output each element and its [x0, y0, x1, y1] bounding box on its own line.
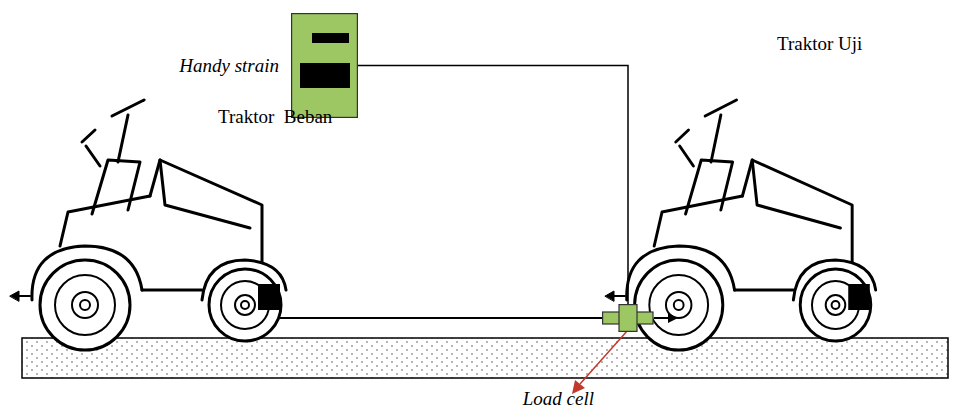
load-cell-shape	[602, 304, 654, 332]
tractor-name: Traktor Beban	[218, 106, 332, 129]
signal-wire	[358, 66, 628, 305]
tractor-name: Traktor Uji	[777, 33, 862, 56]
load-cell: Load cell	[602, 304, 654, 332]
handy-strain-device-shape	[291, 13, 358, 118]
device-label: Handy strain	[179, 55, 279, 78]
load-cell-label: Load cell	[523, 388, 594, 411]
handy-strain-device: Handy strain	[291, 13, 358, 118]
